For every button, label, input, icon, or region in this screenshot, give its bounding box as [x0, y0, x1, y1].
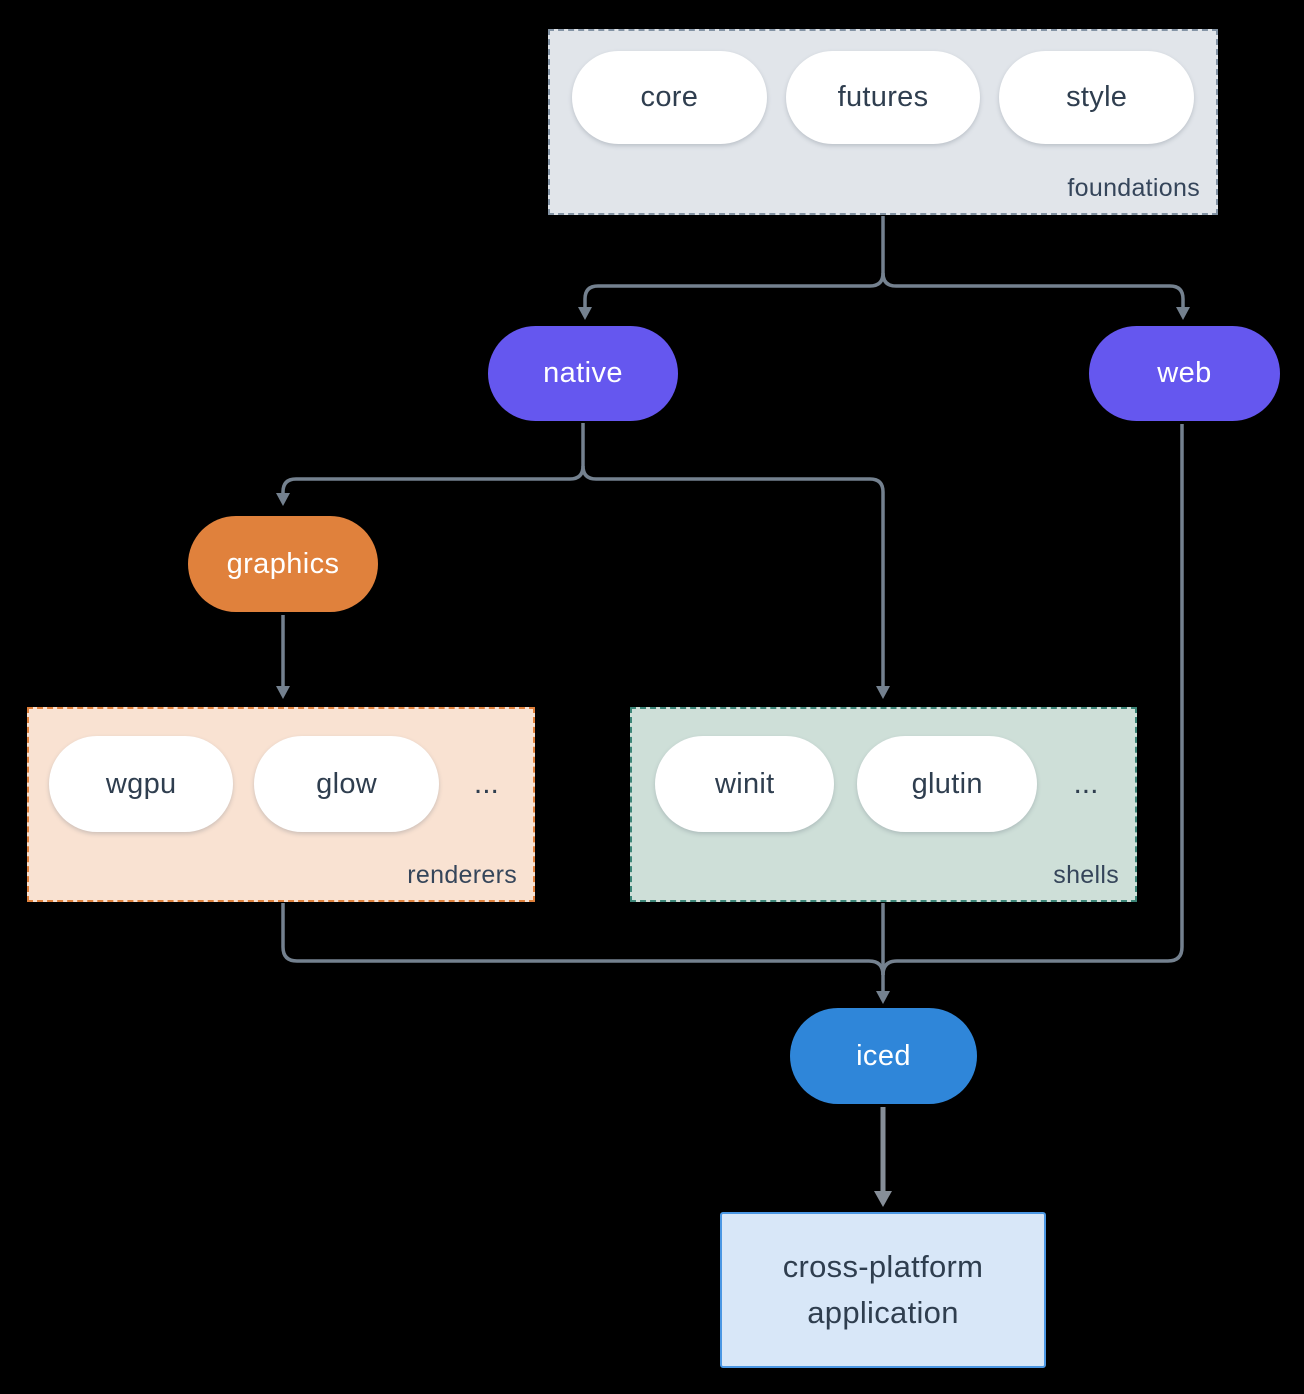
edge-native-graphics: [276, 423, 585, 506]
node-futures: futures: [785, 51, 981, 144]
renderers-group-box: wgpu glow ... renderers: [27, 707, 535, 902]
node-wgpu: wgpu: [49, 736, 234, 832]
node-web: web: [1089, 326, 1280, 421]
shells-ellipsis: ...: [1073, 767, 1099, 800]
node-glutin: glutin: [857, 736, 1037, 832]
renderers-pill-row: wgpu glow ...: [29, 709, 533, 859]
node-iced: iced: [790, 1008, 977, 1104]
node-glow: glow: [254, 736, 439, 832]
node-core: core: [572, 51, 767, 144]
edge-foundations-web: [881, 272, 1190, 320]
foundations-group-box: core futures style foundations: [548, 29, 1218, 215]
renderers-group-label: renderers: [407, 861, 517, 889]
edge-native-shells: [581, 465, 890, 699]
shells-pill-row: winit glutin ...: [632, 709, 1135, 859]
application-label: cross-platform application: [782, 1248, 984, 1331]
node-graphics: graphics: [188, 516, 378, 612]
foundations-pill-row: core futures style: [550, 31, 1216, 164]
foundations-group-label: foundations: [1067, 174, 1200, 202]
node-style: style: [999, 51, 1195, 144]
application-box: cross-platform application: [720, 1212, 1046, 1368]
node-native: native: [488, 326, 678, 421]
shells-group-box: winit glutin ... shells: [630, 707, 1137, 902]
node-winit: winit: [655, 736, 835, 832]
edge-renderers-iced: [281, 903, 885, 976]
edge-foundations-native: [578, 216, 885, 320]
shells-group-label: shells: [1053, 861, 1119, 889]
renderers-ellipsis: ...: [473, 767, 499, 800]
